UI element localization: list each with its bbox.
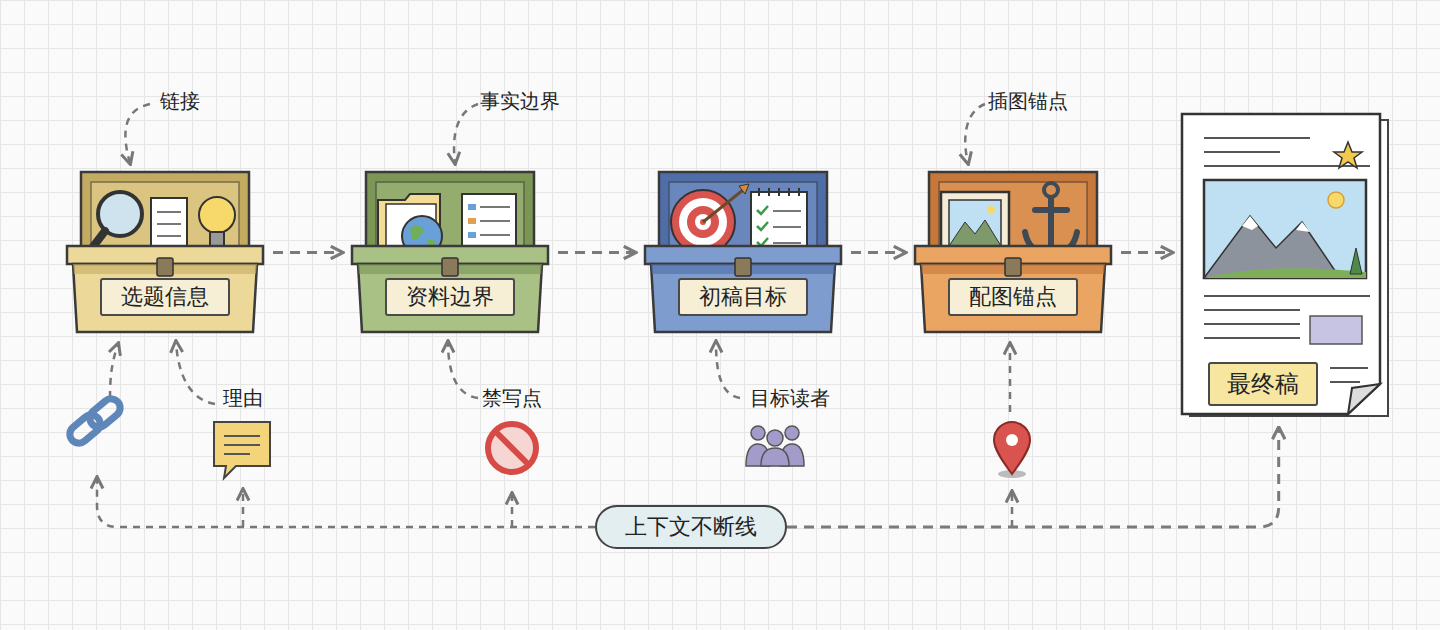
context-pill: 上下文不断线 [595,505,787,549]
plaque-label: 配图锚点 [948,278,1078,316]
chest-box: 初稿目标 [643,170,843,335]
chest-box: 资料边界 [350,170,550,335]
plaque-label: 选题信息 [100,278,230,316]
chain-icon [66,395,124,447]
callout-label: 链接 [160,88,200,115]
callout-label: 理由 [223,385,263,412]
chest-box: 选题信息 [65,170,265,335]
map-pin-icon [994,422,1030,478]
flow-arrow [1121,251,1172,254]
chest-box: 配图锚点 [913,170,1113,335]
callout-label: 禁写点 [482,385,542,412]
flow-arrow [851,251,905,254]
callout-label: 事实边界 [480,88,560,115]
callout-label: 插图锚点 [988,88,1068,115]
plaque-label: 初稿目标 [678,278,808,316]
flow-arrow [558,251,635,254]
plaque-label: 资料边界 [385,278,515,316]
flow-arrow [273,251,342,254]
plaque-label: 最终稿 [1208,362,1318,406]
pill-text: 上下文不断线 [625,512,757,542]
flow-arrow [787,428,1279,527]
no-entry-icon [488,424,536,472]
speech-bubble-icon [214,422,270,478]
final-document: 最终稿 [1180,112,1390,420]
people-icon [746,426,804,466]
callout-label: 目标读者 [750,385,830,412]
